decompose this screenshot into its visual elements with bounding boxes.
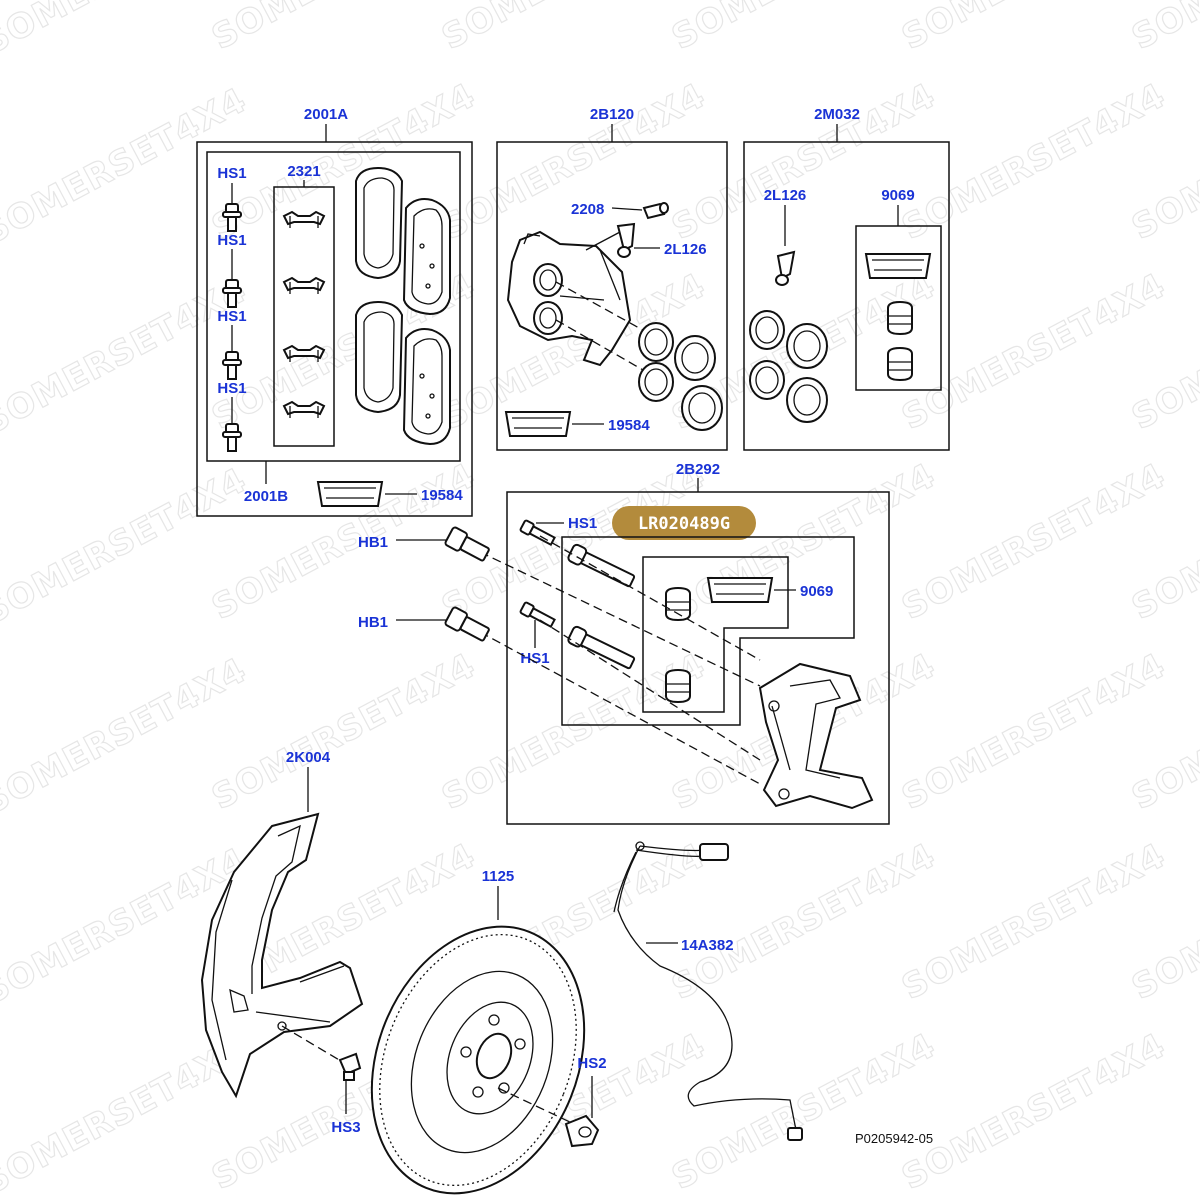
caliper-body-icon (506, 230, 632, 367)
piston-seal-icon (638, 322, 674, 362)
bolt-icon (519, 601, 556, 629)
piston-seal-icon (749, 360, 785, 400)
bolt-icon (338, 1052, 362, 1081)
bolt-icon (519, 519, 556, 547)
brake-pad-icon (403, 328, 451, 445)
seal-kit-group: 2M032 2L126 9069 (743, 106, 950, 451)
label-2L126[interactable]: 2L126 (664, 241, 707, 258)
pad-kit-inner-box (206, 151, 461, 462)
caliper-carrier-icon (758, 662, 874, 810)
part-number-text: LR020489G (638, 514, 730, 534)
brake-disc-icon (370, 925, 586, 1195)
label-2208[interactable]: 2208 (571, 201, 604, 218)
guide-bush-icon (665, 587, 691, 621)
label-14A382[interactable]: 14A382 (681, 937, 734, 954)
brake-disc-group: 1125 HS2 (370, 868, 607, 1195)
label-2K004[interactable]: 2K004 (286, 749, 331, 766)
label-19584[interactable]: 19584 (608, 417, 650, 434)
pad-clip-icon (283, 211, 325, 229)
label-9069[interactable]: 9069 (881, 187, 914, 204)
guide-pin-icon (566, 624, 638, 673)
grease-sachet-icon (707, 577, 773, 603)
piston-seal-icon (638, 362, 674, 402)
bleed-screw-icon (642, 202, 669, 220)
bolt-icon (444, 526, 490, 562)
grease-sachet-icon (865, 253, 931, 279)
piston-seal-icon (749, 310, 785, 350)
label-hs1[interactable]: HS1 (520, 650, 549, 667)
label-2L126[interactable]: 2L126 (764, 187, 807, 204)
piston-seal-icon (786, 377, 828, 423)
guide-bush-box (642, 556, 789, 713)
piston-seal-icon (786, 323, 828, 369)
wear-sensor-group: 14A382 (613, 841, 803, 1141)
label-2M032[interactable]: 2M032 (814, 106, 860, 123)
wear-sensor-icon (613, 841, 803, 1141)
label-2321[interactable]: 2321 (287, 163, 320, 180)
splash-shield-group: 2K004 HS3 (200, 749, 364, 1136)
guide-bush-icon (665, 669, 691, 703)
label-hb1[interactable]: HB1 (358, 534, 388, 551)
label-19584[interactable]: 19584 (421, 487, 463, 504)
label-hs2[interactable]: HS2 (577, 1055, 606, 1072)
label-hs3[interactable]: HS3 (331, 1119, 360, 1136)
dust-cap-icon (775, 250, 796, 286)
dust-cap-icon (616, 222, 636, 258)
label-1125[interactable]: 1125 (482, 868, 515, 885)
bolt-icon (444, 606, 490, 642)
piston-seal-icon (674, 335, 716, 381)
bolt-icon (222, 423, 242, 452)
bolt-icon (222, 351, 242, 380)
label-2B120[interactable]: 2B120 (590, 106, 634, 123)
label-2001B[interactable]: 2001B (244, 488, 288, 505)
splash-shield-icon (200, 812, 364, 1099)
label-2001A[interactable]: 2001A (304, 106, 348, 123)
guide-bush-icon (887, 301, 913, 335)
grease-sachet-icon (317, 481, 383, 507)
guide-pin-box (561, 536, 855, 726)
label-hs1[interactable]: HS1 (217, 165, 246, 182)
grease-sachet-icon (505, 411, 571, 437)
watermark-text: SOMERSET4X4 (1125, 0, 1200, 58)
label-2B292[interactable]: 2B292 (676, 461, 720, 478)
guide-bush-icon (887, 347, 913, 381)
brake-pad-icon (355, 301, 403, 413)
bolt-icon (564, 1114, 600, 1148)
brake-pad-icon (403, 198, 451, 315)
guide-pin-icon (566, 542, 638, 591)
brake-pad-icon (355, 167, 403, 279)
label-hs1[interactable]: HS1 (217, 232, 246, 249)
caliper-group: 2B120 2208 2L126 (496, 106, 728, 451)
hb1-group: HB1 HB1 (358, 526, 490, 642)
label-hs1[interactable]: HS1 (217, 308, 246, 325)
carrier-group: 2B292 LR020489G HS1 HS1 9069 (479, 461, 890, 825)
part-number-badge[interactable] (612, 506, 756, 540)
label-hs1[interactable]: HS1 (217, 380, 246, 397)
piston-seal-icon (681, 385, 723, 431)
label-hs1[interactable]: HS1 (568, 515, 597, 532)
seal-kit-box (743, 141, 950, 451)
diagram-reference: P0205942-05 (855, 1131, 933, 1146)
pad-kit-group: 2001A 2001B HS1 HS1 HS1 HS1 2321 19584 (196, 106, 473, 517)
pad-clip-icon (283, 401, 325, 419)
pad-kit-outer-box (196, 141, 473, 517)
label-hb1[interactable]: HB1 (358, 614, 388, 631)
pad-clip-icon (283, 277, 325, 295)
label-9069[interactable]: 9069 (800, 583, 833, 600)
